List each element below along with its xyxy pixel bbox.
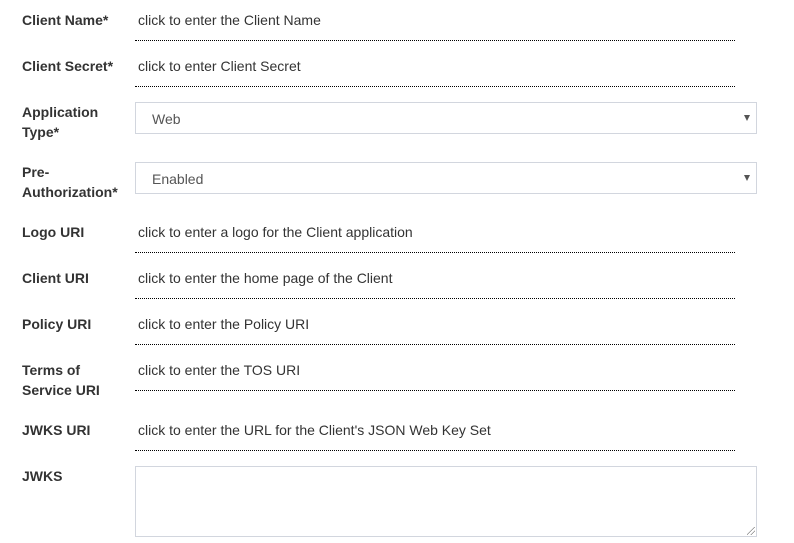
chevron-down-icon bbox=[744, 115, 750, 121]
tos-uri-label-line2: Service URI bbox=[22, 382, 100, 398]
jwks-uri-label: JWKS URI bbox=[22, 422, 91, 438]
tos-uri-placeholder: click to enter the TOS URI bbox=[138, 362, 301, 378]
jwks-textarea[interactable] bbox=[135, 466, 757, 537]
application-type-label-line2: Type* bbox=[22, 124, 60, 140]
client-secret-label: Client Secret* bbox=[22, 58, 114, 74]
client-secret-field[interactable]: click to enter Client Secret bbox=[135, 56, 735, 87]
policy-uri-label: Policy URI bbox=[22, 316, 92, 332]
application-type-label: Application Type* bbox=[22, 102, 122, 142]
application-type-value: Web bbox=[152, 111, 181, 127]
client-name-label: Client Name* bbox=[22, 12, 109, 28]
pre-authorization-select[interactable]: Enabled bbox=[135, 162, 757, 194]
jwks-uri-placeholder: click to enter the URL for the Client's … bbox=[138, 422, 491, 438]
application-type-select[interactable]: Web bbox=[135, 102, 757, 134]
logo-uri-label: Logo URI bbox=[22, 224, 85, 240]
chevron-down-icon bbox=[744, 175, 750, 181]
application-type-label-line1: Application bbox=[22, 104, 99, 120]
client-uri-placeholder: click to enter the home page of the Clie… bbox=[138, 270, 393, 286]
client-uri-label: Client URI bbox=[22, 270, 89, 286]
jwks-label: JWKS bbox=[22, 468, 63, 484]
jwks-uri-field[interactable]: click to enter the URL for the Client's … bbox=[135, 420, 735, 451]
client-name-placeholder: click to enter the Client Name bbox=[138, 12, 321, 28]
pre-authorization-label-line1: Pre- bbox=[22, 164, 50, 180]
policy-uri-placeholder: click to enter the Policy URI bbox=[138, 316, 310, 332]
pre-authorization-label-line2: Authorization* bbox=[22, 184, 118, 200]
logo-uri-placeholder: click to enter a logo for the Client app… bbox=[138, 224, 413, 240]
logo-uri-field[interactable]: click to enter a logo for the Client app… bbox=[135, 222, 735, 253]
tos-uri-label-line1: Terms of bbox=[22, 362, 81, 378]
client-uri-field[interactable]: click to enter the home page of the Clie… bbox=[135, 268, 735, 299]
resize-grip-icon[interactable] bbox=[747, 527, 755, 535]
pre-authorization-value: Enabled bbox=[152, 171, 204, 187]
client-secret-placeholder: click to enter Client Secret bbox=[138, 58, 301, 74]
policy-uri-field[interactable]: click to enter the Policy URI bbox=[135, 314, 735, 345]
tos-uri-label: Terms of Service URI bbox=[22, 360, 122, 400]
pre-authorization-label: Pre- Authorization* bbox=[22, 162, 122, 202]
client-name-field[interactable]: click to enter the Client Name bbox=[135, 10, 735, 41]
tos-uri-field[interactable]: click to enter the TOS URI bbox=[135, 360, 735, 391]
